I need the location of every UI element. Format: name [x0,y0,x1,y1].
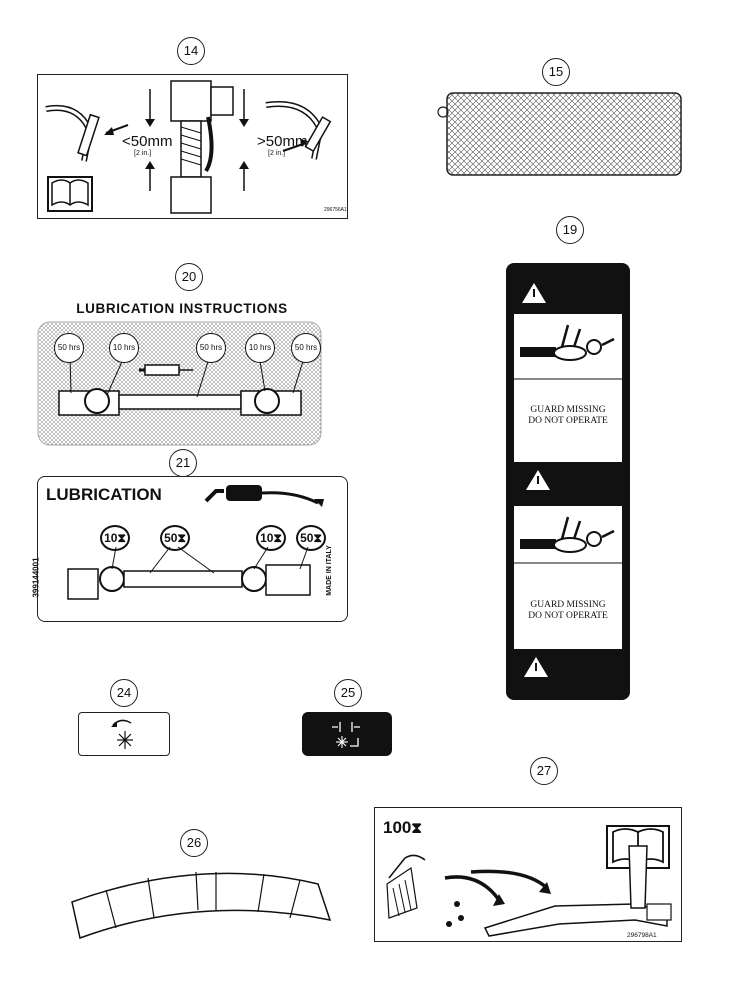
decal-27-drawing [386,825,672,937]
callout-21: 21 [169,449,197,477]
entanglement-figure-1 [520,324,615,361]
interval-badge-1-value: 10 [104,531,118,545]
entanglement-figure-2 [520,516,615,553]
interval-circle-1: 50 hrs [54,333,84,363]
warning-line-1b: GUARD MISSING [530,600,606,610]
interval-circle-3: 50 hrs [196,333,226,363]
warning-line-1: GUARD MISSING [530,405,606,415]
decal-21-title: LUBRICATION [46,485,162,504]
interval-badge-4: 50⧗ [296,525,326,551]
brush-icon [386,854,426,919]
hour-glass-icon: ⧗ [411,820,422,837]
decal-19-drawing [514,283,622,677]
callout-15: 15 [542,58,570,86]
interval-circle-2: 10 hrs [109,333,139,363]
hour-glass-icon: ⧗ [177,531,186,545]
decal-14-ref: 296756A1 [324,207,347,213]
hour-glass-icon: ⧗ [273,531,282,545]
warning-line-2: DO NOT OPERATE [528,416,608,426]
decal-21-drawing [67,485,324,600]
decal-14-right-sub: [2 in.] [268,150,286,157]
interval-badge-3-value: 10 [260,531,274,545]
grease-gun-icon-2 [204,485,324,507]
decal-15 [437,92,684,177]
decal-27-interval: 100⧗ [383,818,422,838]
decal-14: <50mm [2 in.] >50mm [2 in.] 296756A1 [37,74,348,219]
decal-14-left-sub: [2 in.] [134,150,152,157]
interval-badge-1: 10⧗ [100,525,130,551]
callout-26: 26 [180,829,208,857]
callout-24: 24 [110,679,138,707]
warning-text-block-1: GUARD MISSING DO NOT OPERATE [514,405,622,427]
callout-14: 14 [177,37,205,65]
callout-27: 27 [530,757,558,785]
decal-21-origin: MADE IN ITALY [325,545,333,596]
callout-19: 19 [556,216,584,244]
decal-27-interval-value: 100 [383,818,412,837]
decal-27: 100⧗ 296798A1 [374,807,682,942]
decal-27-ref: 296798A1 [627,932,657,939]
callout-25: 25 [334,679,362,707]
interval-circle-5: 50 hrs [291,333,321,363]
decal-26-drawing [71,871,332,939]
decal-25 [302,712,392,756]
decal-25-drawing [332,722,360,748]
decal-14-right-value: >50mm [257,133,308,150]
decal-24 [78,712,170,756]
warning-text-block-2: GUARD MISSING DO NOT OPERATE [514,600,622,622]
rotation-arrow-icon [111,721,117,727]
decal-19: GUARD MISSING DO NOT OPERATE GUARD MISSI… [506,263,630,700]
decal-21: LUBRICATION 10⧗ 50⧗ 10⧗ 50⧗ 399144001 MA… [32,476,348,622]
decal-20-title: LUBRICATION INSTRUCTIONS [76,301,288,316]
warning-line-2b: DO NOT OPERATE [528,611,608,621]
decal-21-part-number: 399144001 [31,557,41,598]
hour-glass-icon: ⧗ [117,531,126,545]
decal-26 [68,862,332,942]
interval-badge-2: 50⧗ [160,525,190,551]
interval-badge-4-value: 50 [300,531,314,545]
decal-24-drawing [111,719,133,749]
hour-glass-icon: ⧗ [313,531,322,545]
decal-14-drawing [45,80,332,214]
grease-gun-icon [139,364,193,376]
interval-circle-4: 10 hrs [245,333,275,363]
interval-badge-2-value: 50 [164,531,178,545]
callout-20: 20 [175,263,203,291]
decal-14-left-value: <50mm [122,133,173,150]
interval-badge-3: 10⧗ [256,525,286,551]
decal-15-pad [437,92,682,176]
